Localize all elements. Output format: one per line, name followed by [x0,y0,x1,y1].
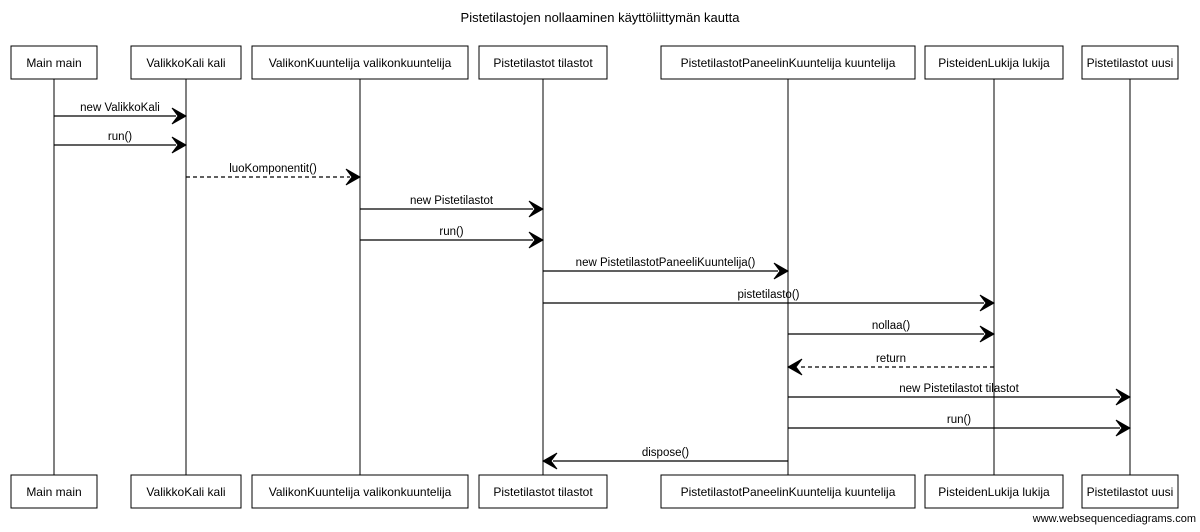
participant-box [10,474,98,509]
message-label: run() [947,414,971,426]
watermark: www.websequencediagrams.com [1032,513,1196,525]
participants-top: Main main ValikkoKali kali ValikonKuunteli… [10,45,1179,80]
message-arrowhead [1115,419,1132,437]
participant-box [924,45,1064,80]
participant-box [10,45,98,80]
participant-box-top: PisteidenLukija lukija [924,45,1064,80]
participant-label: ValikonKuuntelija valikonkuuntelija [269,485,452,499]
participant-box-bottom: Pistetilastot tilastot [478,474,608,509]
message: run() [360,226,545,249]
message-label: dispose() [642,447,689,459]
message-label: return [876,353,906,365]
message-label: new Pistetilastot [410,195,494,207]
message-arrowhead [171,107,188,125]
message-label: run() [439,226,463,238]
message-label: new Pistetilastot tilastot [899,383,1019,395]
message-arrowhead [979,325,996,343]
participant-box [478,474,608,509]
message-arrowhead [528,231,545,249]
participant-label: Main main [26,485,81,499]
participant-box [251,45,469,80]
message-arrowhead [345,168,362,186]
participant-box-bottom: PistetilastotPaneelinKuuntelija kuunteli… [660,474,916,509]
messages: new ValikkoKali run() luoKomponentit() new … [54,102,1132,470]
participant-label: PistetilastotPaneelinKuuntelija kuunteli… [681,485,896,499]
message: pistetilasto() [543,289,996,312]
message-label: luoKomponentit() [229,163,317,175]
participant-label: PistetilastotPaneelinKuuntelija kuunteli… [681,56,896,70]
participant-label: ValikkoKali kali [146,485,225,499]
participant-box-bottom: Pistetilastot uusi [1081,474,1179,509]
message: run() [54,131,188,154]
participant-box-top: ValikkoKali kali [130,45,242,80]
message: run() [788,414,1132,437]
message-arrowhead [171,136,188,154]
participant-box [478,45,608,80]
participant-box-top: ValikonKuuntelija valikonkuuntelija [251,45,469,80]
message: new Pistetilastot tilastot [788,383,1132,406]
participant-box-top: Pistetilastot uusi [1081,45,1179,80]
participant-box [251,474,469,509]
message: dispose() [541,447,788,470]
message-arrowhead [773,262,790,280]
message-label: nollaa() [872,320,911,332]
participant-box-top: Main main [10,45,98,80]
participant-box-bottom: ValikonKuuntelija valikonkuuntelija [251,474,469,509]
participant-label: Pistetilastot tilastot [493,485,593,499]
participant-box [1081,474,1179,509]
participant-box-bottom: ValikkoKali kali [130,474,242,509]
participants-bottom: Main main ValikkoKali kali ValikonKuunteli… [10,474,1179,509]
message-arrowhead [979,294,996,312]
message-arrowhead [1115,388,1132,406]
participant-label: Pistetilastot uusi [1087,485,1174,499]
message-arrowhead [786,358,803,376]
message-arrowhead [528,200,545,218]
participant-box [660,474,916,509]
participant-label: PisteidenLukija lukija [938,485,1050,499]
participant-box-top: Pistetilastot tilastot [478,45,608,80]
participant-label: ValikkoKali kali [146,56,225,70]
participant-label: Main main [26,56,81,70]
participant-box [924,474,1064,509]
participant-label: ValikonKuuntelija valikonkuuntelija [269,56,452,70]
message-label: pistetilasto() [738,289,800,301]
diagram-title: Pistetilastojen nollaaminen käyttöliitty… [461,10,741,25]
participant-label: Pistetilastot tilastot [493,56,593,70]
participant-label: Pistetilastot uusi [1087,56,1174,70]
message: new ValikkoKali [54,102,188,125]
participant-box-top: PistetilastotPaneelinKuuntelija kuunteli… [660,45,916,80]
participant-label: PisteidenLukija lukija [938,56,1050,70]
participant-box [130,45,242,80]
participant-box [1081,45,1179,80]
message-label: new PistetilastotPaneeliKuuntelija() [576,257,756,269]
message: nollaa() [788,320,996,343]
participant-box-bottom: PisteidenLukija lukija [924,474,1064,509]
message-arrowhead [541,452,558,470]
message-label: new ValikkoKali [80,102,160,114]
message: luoKomponentit() [186,163,362,186]
message: return [786,353,994,376]
participant-box-bottom: Main main [10,474,98,509]
message-label: run() [108,131,132,143]
participant-box [130,474,242,509]
message: new PistetilastotPaneeliKuuntelija() [543,257,790,280]
participant-box [660,45,916,80]
message: new Pistetilastot [360,195,545,218]
